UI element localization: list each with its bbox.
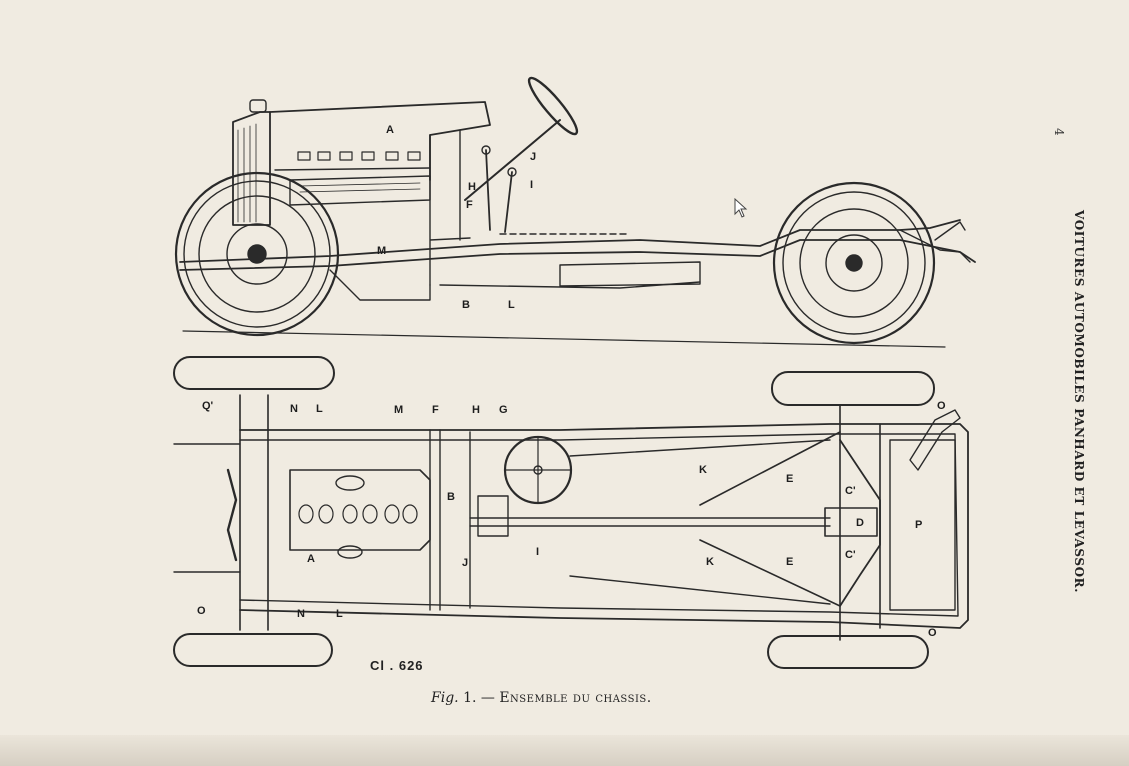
label-L-side: L	[508, 299, 515, 311]
fig-label: Fig.	[431, 690, 459, 706]
label-L-bottom: L	[336, 608, 343, 620]
label-G-plan: G	[499, 404, 508, 416]
page-number: 4	[1052, 128, 1066, 136]
label-C-prime-top: C'	[845, 485, 856, 497]
label-N-top: N	[290, 403, 298, 415]
label-O-top-rear: O	[937, 400, 946, 412]
side-view-labels: A J H I F M B L	[377, 124, 536, 311]
label-A-side: A	[386, 124, 394, 136]
label-C-prime-bottom: C'	[845, 549, 856, 561]
label-H-side: H	[468, 181, 476, 193]
reference-code: Cl . 626	[370, 658, 424, 673]
label-O-bottom-front: O	[197, 605, 206, 617]
rear-wheel-side	[772, 181, 936, 345]
label-M-plan: M	[394, 404, 403, 416]
label-K-bottom: K	[706, 556, 714, 568]
label-E-bottom: E	[786, 556, 793, 568]
caption-dash: —	[480, 690, 495, 706]
label-B-plan: B	[447, 491, 455, 503]
label-F-side: F	[466, 199, 473, 211]
label-M-side: M	[377, 245, 386, 257]
label-L-top: L	[316, 403, 323, 415]
caption-title: Ensemble du chassis.	[499, 690, 652, 706]
page-bottom-shadow	[0, 735, 1129, 766]
label-K-top: K	[699, 464, 707, 476]
label-Q-prime: Q'	[202, 400, 214, 412]
label-O-bottom-rear: O	[928, 627, 937, 639]
label-N-bottom: N	[297, 608, 305, 620]
front-left-wheel	[173, 356, 335, 390]
label-H-plan: H	[472, 404, 480, 416]
label-I-plan: I	[536, 546, 539, 558]
figure-caption: Fig. 1. — Ensemble du chassis.	[431, 690, 652, 706]
rear-right-wheel	[767, 635, 929, 669]
label-B-side: B	[462, 299, 470, 311]
front-wheel-side	[174, 171, 340, 337]
front-right-wheel	[173, 633, 333, 667]
label-D: D	[856, 517, 864, 529]
label-P: P	[915, 519, 922, 531]
label-A-plan: A	[307, 553, 315, 565]
mouse-pointer-icon	[734, 198, 748, 218]
plan-view-labels: Q' N L M F H G O K E C' D P B A J I K E …	[197, 400, 946, 639]
label-I-side: I	[530, 179, 533, 191]
plan-view	[173, 356, 969, 669]
running-head: VOITURES AUTOMOBILES PANHARD ET LEVASSOR…	[1072, 210, 1086, 594]
label-J-side: J	[530, 151, 536, 163]
label-E-top: E	[786, 473, 793, 485]
fig-number: 1.	[463, 690, 477, 706]
rear-left-wheel	[771, 371, 935, 406]
side-view	[174, 76, 976, 348]
label-F-plan: F	[432, 404, 439, 416]
label-J-plan: J	[462, 557, 468, 569]
